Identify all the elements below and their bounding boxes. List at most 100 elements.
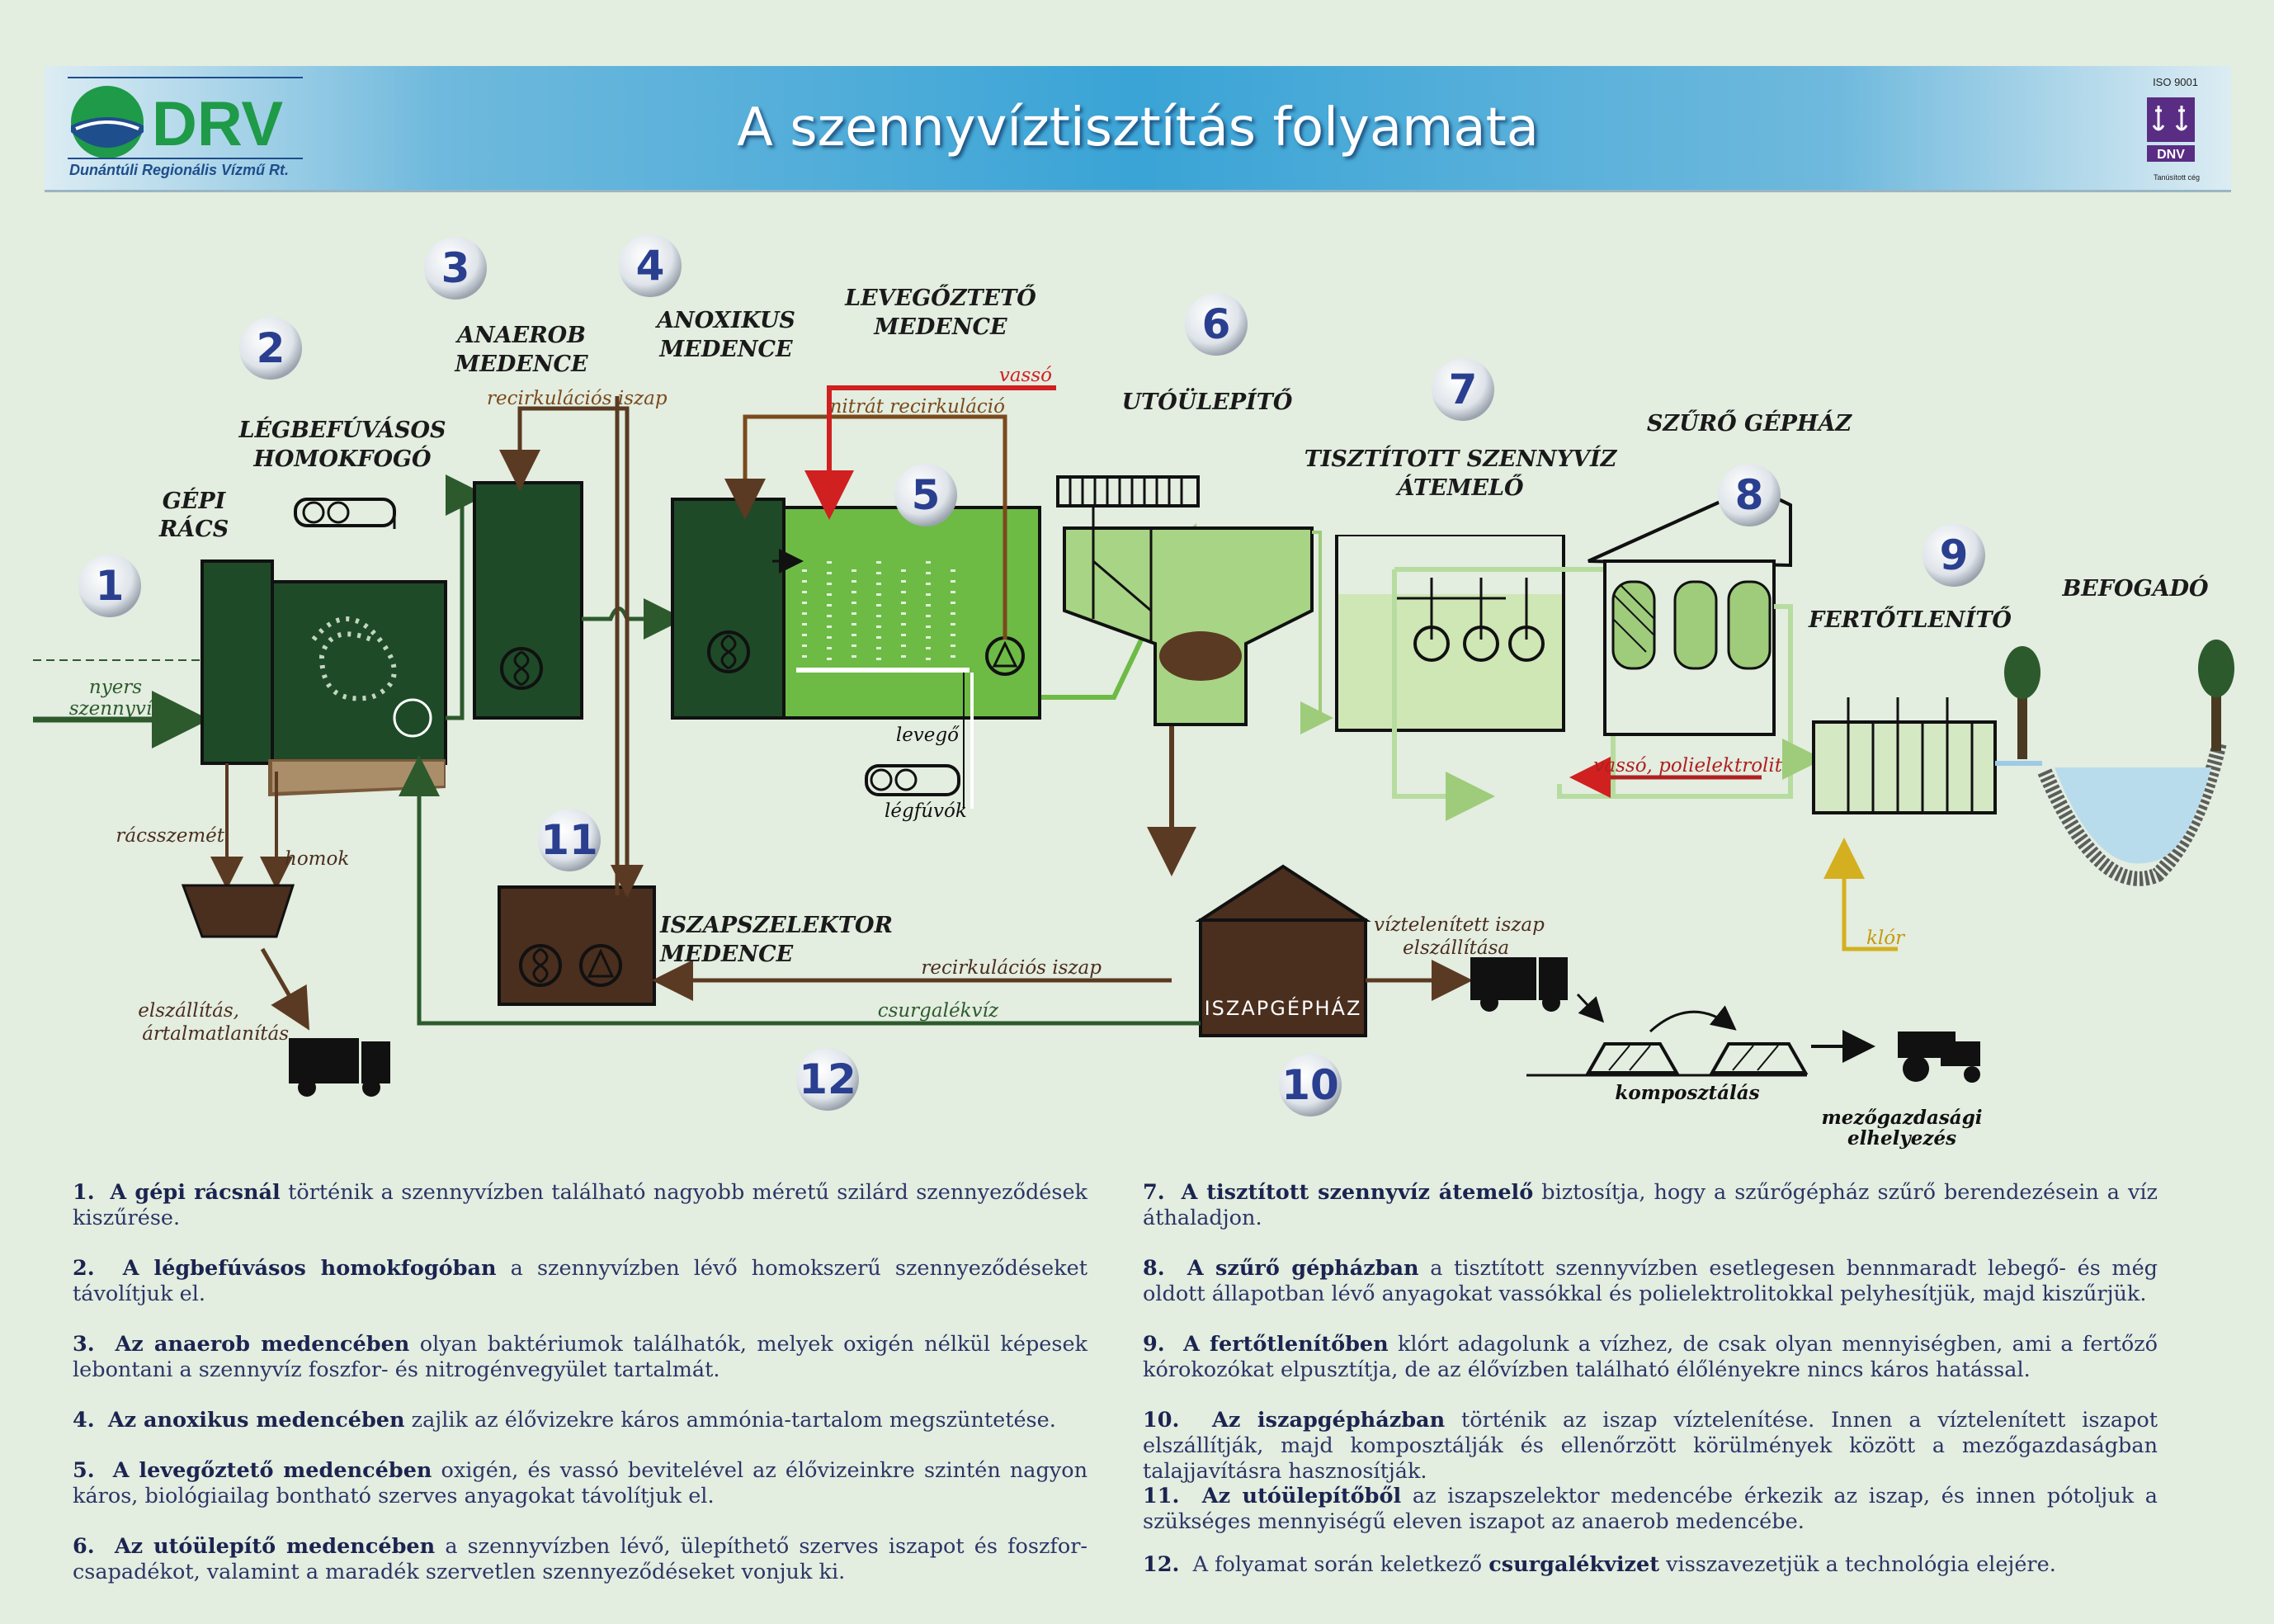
- description-4: 4. Az anoxikus medencében zajlik az élőv…: [73, 1408, 1056, 1433]
- description-8: 8. A szűrő gépházban a tisztított szenny…: [1143, 1256, 2158, 1306]
- levego-label: levegő: [896, 725, 960, 746]
- sludge-selector-tank: [498, 885, 656, 1006]
- svg-text:4: 4: [636, 242, 665, 290]
- anoxic-tank: [671, 498, 786, 720]
- svg-text:3: 3: [441, 244, 470, 292]
- gepi-racs-label-2: RÁCS: [158, 515, 229, 542]
- blower-icon: [294, 498, 396, 529]
- recirk-bottom-label: recirkulációs iszap: [921, 957, 1102, 979]
- pump-icon: [393, 698, 432, 738]
- compost-piles: [1526, 1005, 1809, 1077]
- racsszemet-label: rácsszemét: [116, 825, 224, 847]
- dnv-logo-text: DNV: [2157, 148, 2185, 162]
- iszapszelektor-label-1: ISZAPSZELEKTOR: [659, 913, 893, 938]
- anoxikus-label-1: ANOXIKUS: [654, 308, 795, 333]
- svg-text:1: 1: [96, 562, 125, 610]
- svg-text:10: 10: [1281, 1061, 1339, 1109]
- process-diagram: nyers szennyvíz rácsszemét homok elszáll…: [33, 234, 2234, 1150]
- step-number-5: 5: [894, 464, 957, 526]
- step-number-1: 1: [78, 555, 141, 617]
- svg-text:12: 12: [799, 1055, 856, 1103]
- description-12: 12. A folyamat során keletkező csurgalék…: [1143, 1552, 2056, 1577]
- mixer-icon: [500, 647, 543, 690]
- nyers-label-1: nyers: [89, 677, 142, 698]
- grit-chamber: [271, 580, 447, 765]
- sludge-house: ISZAPGÉPHÁZ: [1195, 864, 1371, 1037]
- description-5: 5. A levegőztető medencében oxigén, és v…: [73, 1458, 1088, 1508]
- truck-icon-left: [289, 1038, 390, 1097]
- mezogazdasagi-label-2: elhelyezés: [1847, 1127, 1956, 1150]
- atemelo-label-2: ÁTEMELŐ: [1394, 473, 1524, 501]
- iszapszelektor-label-2: MEDENCE: [659, 942, 794, 967]
- levegozteto-label-2: MEDENCE: [873, 314, 1007, 340]
- komposztalas-label: komposztálás: [1615, 1082, 1759, 1104]
- gepi-racs-label-1: GÉPI: [163, 487, 227, 514]
- air-blower-icon: [865, 764, 960, 796]
- legfuvok-label: légfúvók: [885, 800, 967, 822]
- csurgalekviz-label: csurgalékvíz: [878, 1000, 999, 1022]
- viztelenitett-label-1: víztelenített iszap: [1374, 914, 1545, 936]
- step-number-9: 9: [1923, 524, 1985, 587]
- vasso-label: vassó: [999, 365, 1052, 386]
- nitrat-label: nitrát recirkuláció: [830, 396, 1006, 418]
- svg-text:7: 7: [1449, 366, 1478, 413]
- homok-label: homok: [285, 848, 349, 870]
- screen-tank: [201, 559, 274, 765]
- vasso-poli-label: vassó, polielektrolit: [1593, 755, 1782, 777]
- step-number-12: 12: [796, 1048, 859, 1111]
- recirk-top-label: recirkulációs iszap: [487, 388, 668, 409]
- description-11: 11. Az utóülepítőből az iszapszelektor m…: [1143, 1484, 2158, 1534]
- step-number-3: 3: [424, 237, 487, 300]
- svg-text:5: 5: [912, 471, 941, 519]
- svg-text:11: 11: [540, 816, 598, 864]
- viztelenitett-label-2: elszállítása: [1403, 937, 1509, 959]
- utoulepito-label: UTÓÜLEPÍTŐ: [1122, 387, 1293, 415]
- svg-text:9: 9: [1940, 531, 1969, 579]
- logo-subtitle: Dunántúli Regionális Vízmű Rt.: [69, 162, 290, 178]
- klor-label: klór: [1866, 928, 1906, 949]
- drv-logo-text: DRV: [152, 89, 283, 159]
- szuro-label: SZŰRŐ GÉPHÁZ: [1647, 408, 1853, 437]
- iso-cert-icon: DNV: [2147, 97, 2195, 162]
- description-1: 1. A gépi rácsnál történik a szennyvízbe…: [73, 1180, 1087, 1230]
- svg-text:8: 8: [1735, 471, 1764, 519]
- fertotlenito-label: FERTŐTLENÍTŐ: [1808, 605, 2012, 633]
- mezogazdasagi-label-1: mezőgazdasági: [1821, 1107, 1982, 1129]
- description-2: 2. A légbefúvásos homokfogóban a szennyv…: [73, 1256, 1087, 1306]
- description-3: 3. Az anaerob medencében olyan baktérium…: [73, 1332, 1088, 1382]
- step-number-4: 4: [619, 234, 682, 297]
- nyers-label-2: szennyvíz: [69, 698, 163, 720]
- description-7: 7. A tisztított szennyvíz átemelő biztos…: [1143, 1180, 2158, 1230]
- anoxikus-label-2: MEDENCE: [658, 337, 793, 362]
- description-9: 9. A fertőtlenítőben klórt adagolunk a v…: [1143, 1332, 2158, 1382]
- levegozteto-label-1: LEVEGŐZTETŐ: [844, 283, 1036, 311]
- anaerob-label-1: ANAEROB: [455, 323, 586, 348]
- aeration-tank: [782, 506, 1041, 720]
- truck-icon-right: [1470, 957, 1568, 1012]
- tractor-icon: [1898, 1032, 1980, 1083]
- svg-text:2: 2: [257, 324, 285, 372]
- iszapgephaz-label: ISZAPGÉPHÁZ: [1205, 996, 1362, 1020]
- disinfection-tank: [1812, 720, 1997, 814]
- receiving-water: [2004, 640, 2234, 886]
- elszallitas-label-2: ártalmatlanítás: [142, 1023, 289, 1045]
- anaerob-tank: [473, 481, 583, 720]
- atemelo-label-1: TISZTÍTOTT SZENNYVÍZ: [1304, 445, 1618, 472]
- description-6: 6. Az utóülepítő medencében a szennyvízb…: [73, 1534, 1088, 1584]
- homokfogo-label-1: LÉGBEFÚVÁSOS: [238, 415, 446, 443]
- page-title: A szennyvíztisztítás folyamata: [737, 97, 1539, 158]
- anaerob-label-2: MEDENCE: [454, 352, 588, 377]
- svg-text:6: 6: [1202, 300, 1231, 348]
- step-number-11: 11: [538, 809, 601, 871]
- iso-label: ISO 9001: [2153, 76, 2198, 88]
- cert-label: Tanúsított cég: [2153, 173, 2200, 182]
- container: [181, 884, 295, 938]
- step-number-7: 7: [1432, 358, 1494, 421]
- description-10: 10. Az iszapgépházban történik az iszap …: [1143, 1408, 2158, 1484]
- drv-logo: DRV: [68, 77, 303, 159]
- befogado-label: BEFOGADÓ: [2061, 574, 2209, 602]
- homokfogo-label-2: HOMOKFOGÓ: [252, 444, 432, 472]
- step-number-6: 6: [1185, 293, 1248, 356]
- step-number-2: 2: [239, 317, 302, 380]
- elszallitas-label-1: elszállítás,: [138, 1000, 239, 1022]
